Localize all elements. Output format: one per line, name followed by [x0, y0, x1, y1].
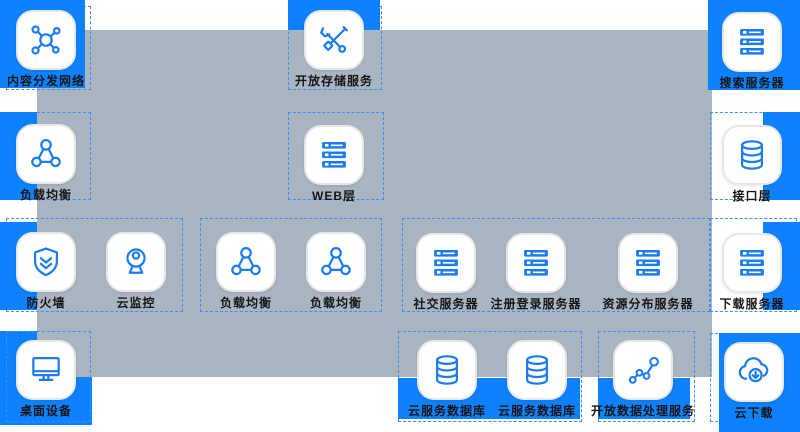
- node-loadbalance-2: 负载均衡: [216, 232, 276, 310]
- server-stack-icon: [517, 244, 555, 282]
- node-label: 接口层: [732, 189, 772, 203]
- node-label: 内容分发网络: [6, 74, 86, 88]
- load-balance-icon: [227, 243, 265, 281]
- storage-card[interactable]: [304, 10, 364, 70]
- database-icon: [518, 351, 556, 389]
- group-box-loadbalance-mid: [200, 218, 382, 312]
- node-social-server: 社交服务器: [413, 233, 478, 311]
- search-server-card[interactable]: [722, 12, 782, 72]
- load-balance-icon: [317, 243, 355, 281]
- server-stack-icon: [629, 244, 667, 282]
- server-stack-icon: [733, 244, 771, 282]
- node-cdn: 内容分发网络: [7, 10, 84, 88]
- group-box-databases: [398, 331, 582, 422]
- group-box-desktop: [6, 331, 91, 422]
- node-label: 开放存储服务: [294, 74, 374, 88]
- monitor-icon: [27, 351, 65, 389]
- node-dataproc: 开放数据处理服务: [591, 340, 694, 418]
- node-desktop: 桌面设备: [16, 340, 76, 418]
- node-label: 注册登录服务器: [490, 297, 582, 311]
- node-loadbalance-3: 负载均衡: [306, 232, 366, 310]
- firewall-card[interactable]: [16, 232, 76, 292]
- server-stack-icon: [315, 136, 353, 174]
- node-label: 搜索服务器: [719, 76, 785, 90]
- node-label: 下载服务器: [719, 297, 785, 311]
- load-balance-icon: [27, 135, 65, 173]
- node-label: 云服务数据库: [407, 404, 487, 418]
- group-box-dataproc: [598, 331, 695, 422]
- node-cloud-download: 云下载: [724, 342, 784, 420]
- server-stack-icon: [427, 244, 465, 282]
- node-label: WEB层: [312, 189, 356, 203]
- download-server-card[interactable]: [722, 233, 782, 293]
- node-cloud-db-1: 云服务数据库: [408, 340, 485, 418]
- group-box-web: [288, 112, 384, 200]
- node-cloud-monitor: 云监控: [106, 232, 166, 310]
- cloud-download-icon: [735, 353, 773, 391]
- node-register-server: 注册登录服务器: [490, 233, 581, 311]
- node-label: 桌面设备: [19, 404, 73, 418]
- database-icon: [428, 351, 466, 389]
- loadbalance-card[interactable]: [216, 232, 276, 292]
- loadbalance-card[interactable]: [306, 232, 366, 292]
- web-layer-card[interactable]: [304, 125, 364, 185]
- webcam-icon: [117, 243, 155, 281]
- node-loadbalance-1: 负载均衡: [16, 124, 76, 202]
- cloud-monitor-card[interactable]: [106, 232, 166, 292]
- node-label: 防火墙: [26, 296, 66, 310]
- cloud-download-card[interactable]: [724, 342, 784, 402]
- node-web-layer: WEB层: [304, 125, 364, 203]
- node-storage: 开放存储服务: [295, 10, 372, 88]
- node-download-server: 下载服务器: [719, 233, 784, 311]
- canvas-panel: [37, 30, 712, 377]
- node-label: 资源分布服务器: [602, 297, 694, 311]
- node-label: 负载均衡: [19, 188, 73, 202]
- shield-icon: [27, 243, 65, 281]
- dataproc-card[interactable]: [613, 340, 673, 400]
- tools-icon: [315, 21, 353, 59]
- scatter-dots-icon: [624, 351, 662, 389]
- node-resource-server: 资源分布服务器: [602, 233, 693, 311]
- node-label: 负载均衡: [309, 296, 363, 310]
- node-api-layer: 接口层: [722, 125, 782, 203]
- node-label: 云服务数据库: [497, 404, 577, 418]
- node-search: 搜索服务器: [719, 12, 784, 90]
- register-server-card[interactable]: [506, 233, 566, 293]
- cdn-card[interactable]: [16, 10, 76, 70]
- database-icon: [733, 136, 771, 174]
- resource-server-card[interactable]: [618, 233, 678, 293]
- node-firewall: 防火墙: [16, 232, 76, 310]
- node-label: 社交服务器: [413, 297, 479, 311]
- social-server-card[interactable]: [416, 233, 476, 293]
- server-stack-icon: [733, 23, 771, 61]
- node-label: 开放数据处理服务: [590, 404, 696, 418]
- cloud-db-card[interactable]: [507, 340, 567, 400]
- cloud-db-card[interactable]: [417, 340, 477, 400]
- desktop-card[interactable]: [16, 340, 76, 400]
- node-cloud-db-2: 云服务数据库: [498, 340, 575, 418]
- node-label: 云监控: [116, 296, 156, 310]
- api-layer-card[interactable]: [722, 125, 782, 185]
- group-box-servers: [402, 218, 710, 312]
- loadbalance-card[interactable]: [16, 124, 76, 184]
- node-label: 云下载: [734, 406, 774, 420]
- node-label: 负载均衡: [219, 296, 273, 310]
- network-hub-icon: [27, 21, 65, 59]
